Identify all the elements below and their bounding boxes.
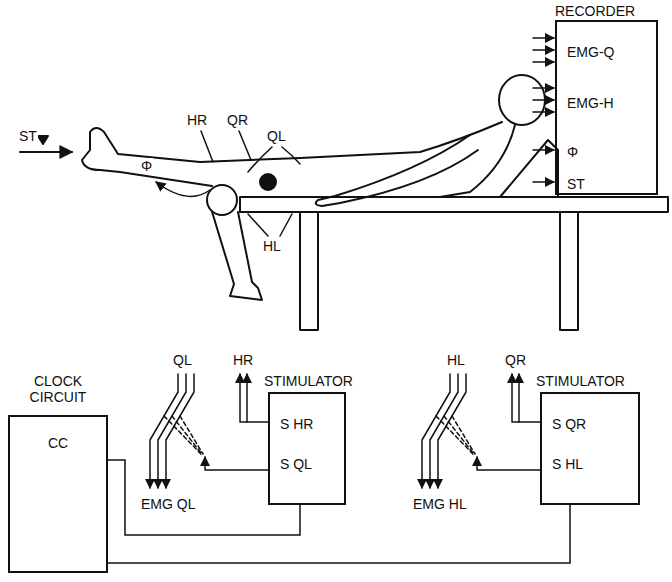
stimulator-box: STIMULATORS QRS HL — [540, 392, 640, 505]
signal-label: ST — [18, 128, 38, 144]
electrode-lead — [282, 147, 300, 164]
recorder-inputs — [533, 38, 554, 182]
recorder-box: RECORDEREMG-QEMG-HΦST — [555, 20, 658, 195]
output-label: EMG QL — [140, 496, 196, 512]
angle-lead — [156, 182, 210, 196]
signal-label: Φ — [140, 158, 153, 174]
electrode-label: QL — [266, 128, 287, 144]
box-text: CC — [10, 435, 106, 451]
box-text: Φ — [567, 144, 578, 160]
box-text: S QR — [552, 416, 586, 432]
switch-lead — [20, 151, 72, 153]
box-text: EMG-H — [567, 95, 614, 111]
ground-electrode — [260, 174, 276, 190]
box-heading: CLOCK CIRCUIT — [10, 373, 106, 405]
stimulator-wiring — [422, 374, 540, 488]
clock-line — [108, 505, 570, 563]
switch-marker — [38, 136, 48, 144]
hanging-leg — [210, 205, 262, 300]
output-label: EMG HL — [412, 496, 468, 512]
electrode-lead — [201, 131, 213, 162]
channel-label: HL — [446, 352, 466, 368]
channel-label: QL — [172, 352, 193, 368]
box-heading: STIMULATOR — [264, 373, 353, 389]
table-leg — [300, 212, 318, 330]
back — [440, 125, 515, 197]
box-heading: STIMULATOR — [536, 373, 625, 389]
stimulator-wiring — [150, 374, 268, 488]
electrode-label: HR — [186, 112, 208, 128]
box-text: EMG-Q — [567, 44, 614, 60]
box-text: S HL — [552, 456, 583, 472]
clock-box: CLOCK CIRCUITCC — [8, 415, 108, 573]
box-text: S HR — [280, 416, 313, 432]
headrest — [500, 140, 558, 197]
box-heading: RECORDER — [555, 3, 635, 19]
box-text: S QL — [280, 456, 312, 472]
channel-label: HR — [232, 352, 254, 368]
table-leg — [560, 212, 578, 330]
box-text: ST — [567, 176, 585, 192]
clock-line — [108, 460, 300, 535]
table-top — [240, 197, 668, 212]
electrode-lead — [280, 214, 292, 236]
goniometer — [207, 185, 237, 215]
electrode-lead — [239, 131, 251, 160]
arm — [316, 135, 478, 206]
channel-label: QR — [504, 352, 527, 368]
stimulator-box: STIMULATORS HRS QL — [268, 392, 346, 505]
electrode-label: HL — [262, 238, 282, 254]
electrode-lead — [248, 214, 268, 236]
electrode-lead — [248, 147, 272, 172]
electrode-label: QR — [226, 112, 249, 128]
